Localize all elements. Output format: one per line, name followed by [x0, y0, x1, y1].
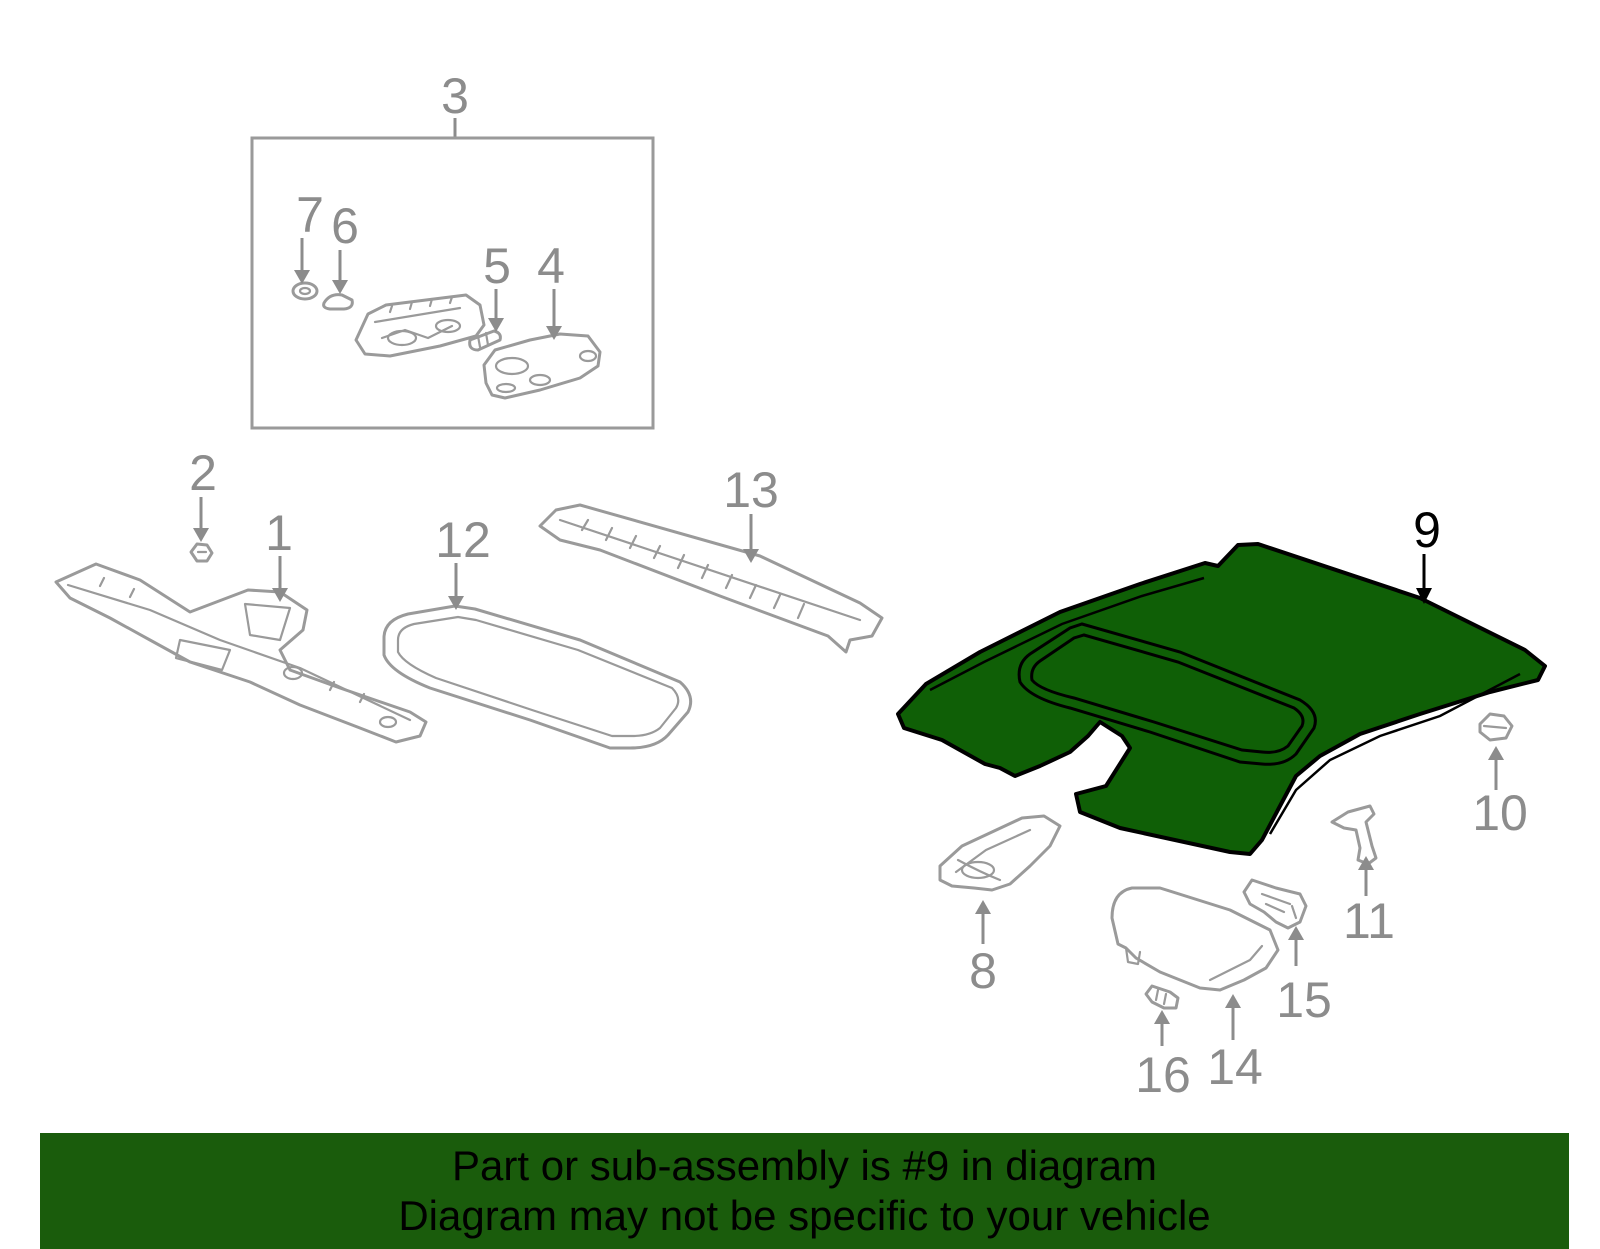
headliner-edge-trim [929, 576, 1521, 835]
callout-label-6: 6 [331, 198, 359, 254]
arrowhead-16 [1154, 1010, 1170, 1024]
callout-label-9: 9 [1413, 502, 1441, 558]
arrowhead-1 [272, 588, 288, 602]
arrowhead-8 [975, 900, 991, 914]
callout-group-8: 8 [969, 900, 997, 999]
part-5[interactable] [468, 329, 502, 352]
callout-group-5: 5 [483, 238, 511, 332]
arrowhead-9 [1416, 588, 1432, 604]
arrowhead-2 [193, 528, 209, 542]
arrowhead-13 [743, 549, 759, 563]
banner-line-1: Part or sub-assembly is #9 in diagram [452, 1142, 1157, 1189]
callout-group-9: 9 [1413, 502, 1441, 604]
callout-label-2: 2 [189, 445, 217, 501]
callout-label-1: 1 [265, 505, 293, 561]
callout-group-2: 2 [189, 445, 217, 542]
callout-group-15: 15 [1276, 926, 1332, 1028]
part-12[interactable] [382, 604, 693, 750]
headliner-sunroof-opening [1017, 622, 1317, 766]
callout-label-4: 4 [537, 238, 565, 294]
callout-group-13: 13 [723, 462, 779, 563]
callout-group-14: 14 [1207, 994, 1263, 1095]
arrowhead-4 [546, 326, 562, 340]
callout-group-4: 4 [537, 238, 565, 340]
callout-group-10: 10 [1472, 746, 1528, 841]
callout-label-13: 13 [723, 462, 779, 518]
part-11[interactable] [1330, 804, 1378, 866]
arrowhead-14 [1225, 994, 1241, 1008]
part-8[interactable] [938, 814, 1062, 892]
callout-label-8: 8 [969, 943, 997, 999]
part-6[interactable] [322, 293, 354, 311]
callout-label-7: 7 [296, 187, 324, 243]
callout-label-15: 15 [1276, 972, 1332, 1028]
arrowhead-6 [332, 280, 348, 294]
sub-assembly-box-3 [250, 136, 655, 430]
info-banner: Part or sub-assembly is #9 in diagram Di… [40, 1133, 1569, 1249]
part-7[interactable] [291, 281, 319, 301]
part-2[interactable] [189, 542, 214, 563]
callout-label-5: 5 [483, 238, 511, 294]
arrowhead-15 [1288, 926, 1304, 940]
part-14-sun-visor[interactable] [1110, 886, 1280, 992]
callout-group-3: 3 [250, 68, 655, 430]
part-10[interactable] [1478, 712, 1514, 742]
banner-line-2: Diagram may not be specific to your vehi… [398, 1192, 1211, 1239]
arrowhead-5 [488, 318, 504, 332]
part-16[interactable] [1144, 984, 1180, 1010]
arrowhead-7 [294, 270, 310, 284]
arrowhead-10 [1488, 746, 1504, 760]
headliner-fill [896, 542, 1547, 856]
callout-label-3: 3 [441, 68, 469, 124]
part-15[interactable] [1242, 878, 1308, 930]
map-lamp-housing[interactable] [354, 293, 486, 358]
callout-group-6: 6 [331, 198, 359, 294]
arrowhead-11 [1358, 856, 1374, 870]
callout-label-10: 10 [1472, 785, 1528, 841]
callout-label-12: 12 [435, 512, 491, 568]
arrowhead-12 [448, 596, 464, 610]
callout-group-12: 12 [435, 512, 491, 610]
callout-label-11: 11 [1343, 893, 1395, 949]
part-13[interactable] [538, 503, 884, 654]
part-4[interactable] [482, 332, 602, 400]
callout-group-11: 11 [1343, 856, 1395, 949]
callout-label-16: 16 [1135, 1047, 1191, 1103]
part-9-headliner[interactable] [896, 542, 1547, 856]
callout-label-14: 14 [1207, 1039, 1263, 1095]
part-1[interactable] [54, 562, 428, 744]
callout-group-1: 1 [265, 505, 293, 602]
callout-group-7: 7 [294, 187, 324, 284]
headliner-sunroof-inner [1030, 633, 1305, 754]
callout-group-16: 16 [1135, 1010, 1191, 1103]
